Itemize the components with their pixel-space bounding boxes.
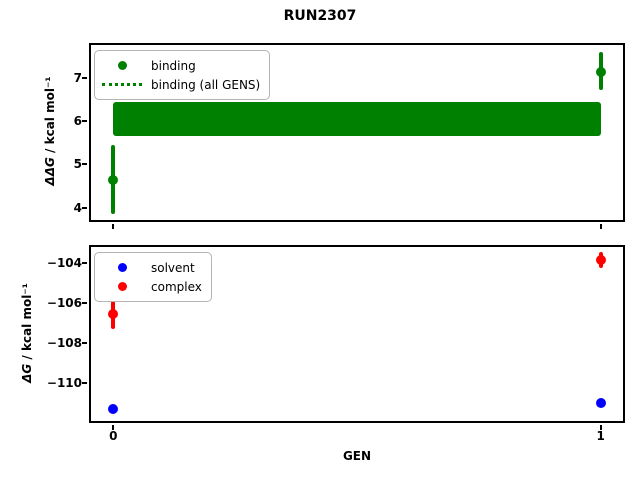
legend-handle	[102, 61, 142, 70]
solvent-point-gen1	[595, 397, 606, 408]
solvent-dot-icon	[117, 263, 127, 272]
x-axis-label: GEN	[342, 449, 372, 463]
legend-label: binding (all GENS)	[151, 77, 261, 92]
y-axis-label-units: / kcal mol⁻¹	[43, 76, 57, 158]
binding-point-gen0	[108, 175, 119, 186]
all-gens-band	[113, 101, 601, 137]
complex-point-gen0	[108, 309, 119, 320]
legend-item: binding	[102, 56, 260, 75]
x-tick	[112, 425, 115, 430]
x-tick	[599, 224, 602, 229]
y-tick	[82, 382, 87, 385]
x-tick	[599, 425, 602, 430]
y-tick	[82, 262, 87, 265]
y-tick	[82, 302, 87, 305]
y-axis-label: ΔG / kcal mol⁻¹	[20, 223, 34, 443]
legend-label: complex	[151, 279, 202, 294]
complex-dot-icon	[117, 282, 127, 291]
y-axis-label-symbol: ΔΔG	[43, 157, 57, 186]
binding (all GENS)-dotted-line-icon	[102, 83, 142, 86]
y-axis-label-symbol: ΔG	[20, 363, 34, 383]
y-tick-label: 4	[73, 200, 82, 215]
y-tick-label: 7	[73, 71, 82, 86]
y-tick-label: 6	[73, 114, 82, 129]
legend: binding binding (all GENS)	[94, 50, 271, 100]
figure-title: RUN2307	[283, 8, 357, 24]
y-tick	[82, 120, 87, 123]
y-tick	[82, 206, 87, 209]
legend-handle	[102, 263, 142, 272]
solvent-point-gen0	[108, 404, 119, 415]
y-tick	[82, 342, 87, 345]
dg-axes: −104 −106 −108 −110 0 1 solvent complex	[47, 245, 625, 443]
y-tick-label: −106	[46, 296, 82, 311]
y-axis-label: ΔΔG / kcal mol⁻¹	[43, 21, 57, 241]
y-tick-label: −108	[46, 336, 82, 351]
x-tick	[112, 224, 115, 229]
y-tick-label: 5	[73, 157, 82, 172]
x-tick-label: 1	[596, 429, 605, 443]
y-tick-label: −104	[46, 256, 82, 271]
complex-point-gen1	[595, 255, 606, 266]
legend-label: binding	[151, 58, 196, 73]
y-axis-label-units: / kcal mol⁻¹	[20, 283, 34, 364]
legend-handle	[102, 83, 142, 86]
binding-dot-icon	[117, 61, 127, 70]
y-tick	[82, 163, 87, 166]
legend-label: solvent	[151, 260, 195, 275]
y-tick	[82, 77, 87, 80]
binding-point-gen1	[595, 66, 606, 77]
y-tick-label: −110	[46, 376, 82, 391]
legend-item: binding (all GENS)	[102, 75, 260, 94]
x-tick-label: 0	[109, 429, 118, 443]
legend-handle	[102, 282, 142, 291]
ddg-axes: 4 5 6 7 binding binding (all GENS)	[74, 43, 625, 229]
legend: solvent complex	[94, 252, 212, 302]
legend-item: solvent	[102, 258, 202, 277]
legend-item: complex	[102, 277, 202, 296]
